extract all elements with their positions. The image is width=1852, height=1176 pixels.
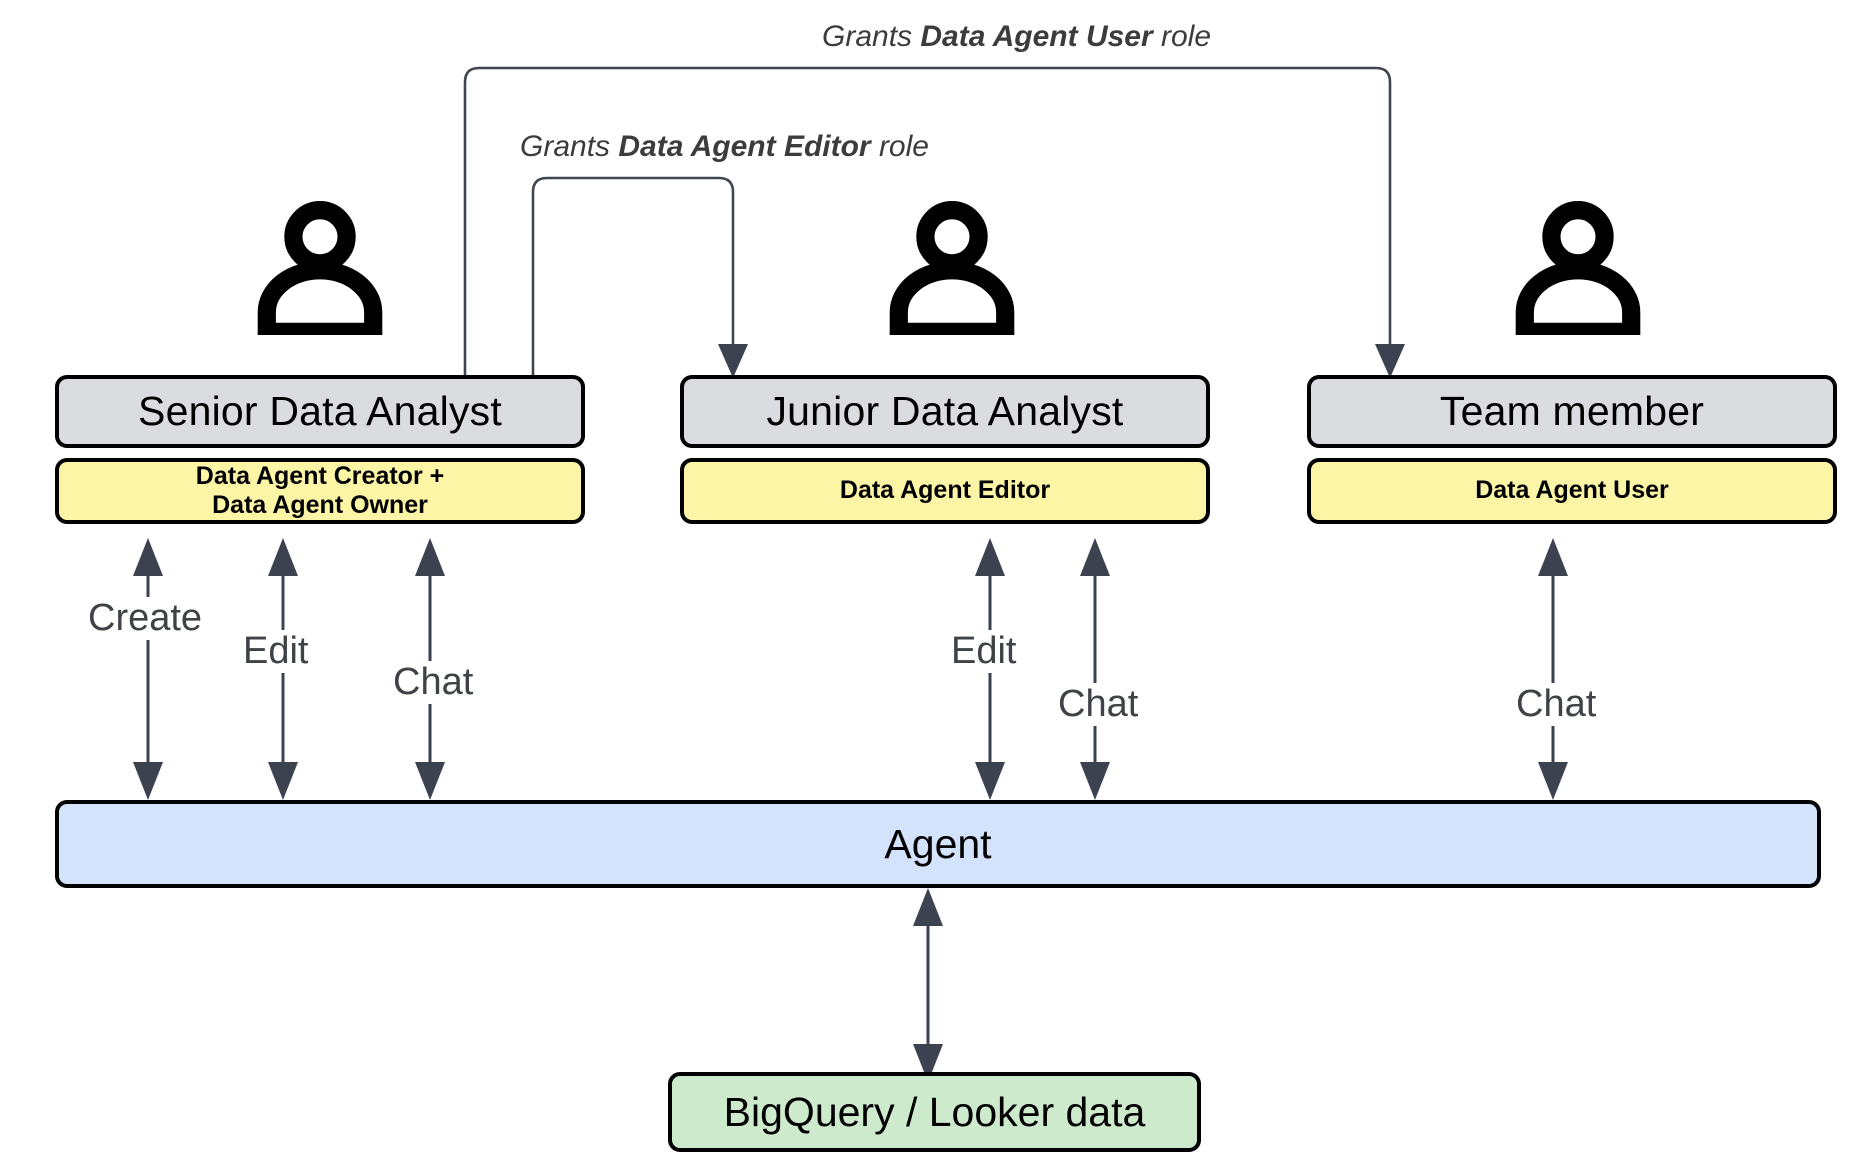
grant-editor-arrowhead [718, 344, 748, 378]
person-icon-team [1515, 201, 1641, 335]
grant-editor-connector [531, 176, 748, 378]
grant-user-role: Data Agent User [920, 20, 1153, 53]
persona-permission-senior-data-analyst[interactable]: Data Agent Creator + Data Agent Owner [55, 458, 585, 524]
permission-line-1: Data Agent Creator + [195, 461, 445, 490]
grant-editor-suffix: role [870, 130, 929, 163]
datasource-label: BigQuery / Looker data [723, 1088, 1146, 1135]
grant-editor-role: Data Agent Editor [618, 130, 871, 163]
junior-chat-connector [1080, 538, 1110, 800]
grant-user-connector [463, 66, 1405, 378]
edge-label-chat-senior: Chat [390, 661, 477, 704]
edge-label-chat-team: Chat [1513, 683, 1600, 726]
edge-label-create: Create [85, 597, 206, 640]
senior-create-connector [133, 538, 163, 800]
grant-user-suffix: role [1152, 20, 1212, 53]
edge-label-edit-senior: Edit [240, 630, 312, 673]
persona-permission-team-member[interactable]: Data Agent User [1307, 458, 1837, 524]
edge-label-chat-junior: Chat [1055, 683, 1142, 726]
persona-header-senior-data-analyst[interactable]: Senior Data Analyst [55, 375, 585, 448]
persona-permission-junior-data-analyst[interactable]: Data Agent Editor [680, 458, 1210, 524]
person-icon-junior [889, 201, 1015, 335]
persona-header-label: Senior Data Analyst [138, 388, 502, 434]
edge-label-edit-junior: Edit [948, 630, 1020, 673]
grant-editor-label: Grants Data Agent Editor role [520, 130, 929, 164]
person-icon-senior [257, 201, 383, 335]
persona-header-label: Junior Data Analyst [766, 388, 1124, 434]
permission-line-2: Data Agent Owner [212, 491, 428, 519]
persona-header-team-member[interactable]: Team member [1307, 375, 1837, 448]
grant-editor-prefix: Grants [520, 130, 619, 163]
agent-node[interactable]: Agent [55, 800, 1821, 888]
agent-label: Agent [884, 820, 992, 867]
grant-user-arrowhead [1375, 344, 1405, 378]
grant-user-label: Grants Data Agent User role [822, 20, 1211, 54]
team-chat-connector [1538, 538, 1568, 800]
persona-header-label: Team member [1439, 388, 1705, 434]
grant-user-prefix: Grants [822, 20, 921, 53]
agent-datasource-connector [913, 888, 943, 1082]
permission-line-1: Data Agent User [1475, 476, 1669, 505]
persona-header-junior-data-analyst[interactable]: Junior Data Analyst [680, 375, 1210, 448]
permission-line-1: Data Agent Editor [839, 476, 1051, 505]
datasource-node[interactable]: BigQuery / Looker data [668, 1072, 1201, 1152]
